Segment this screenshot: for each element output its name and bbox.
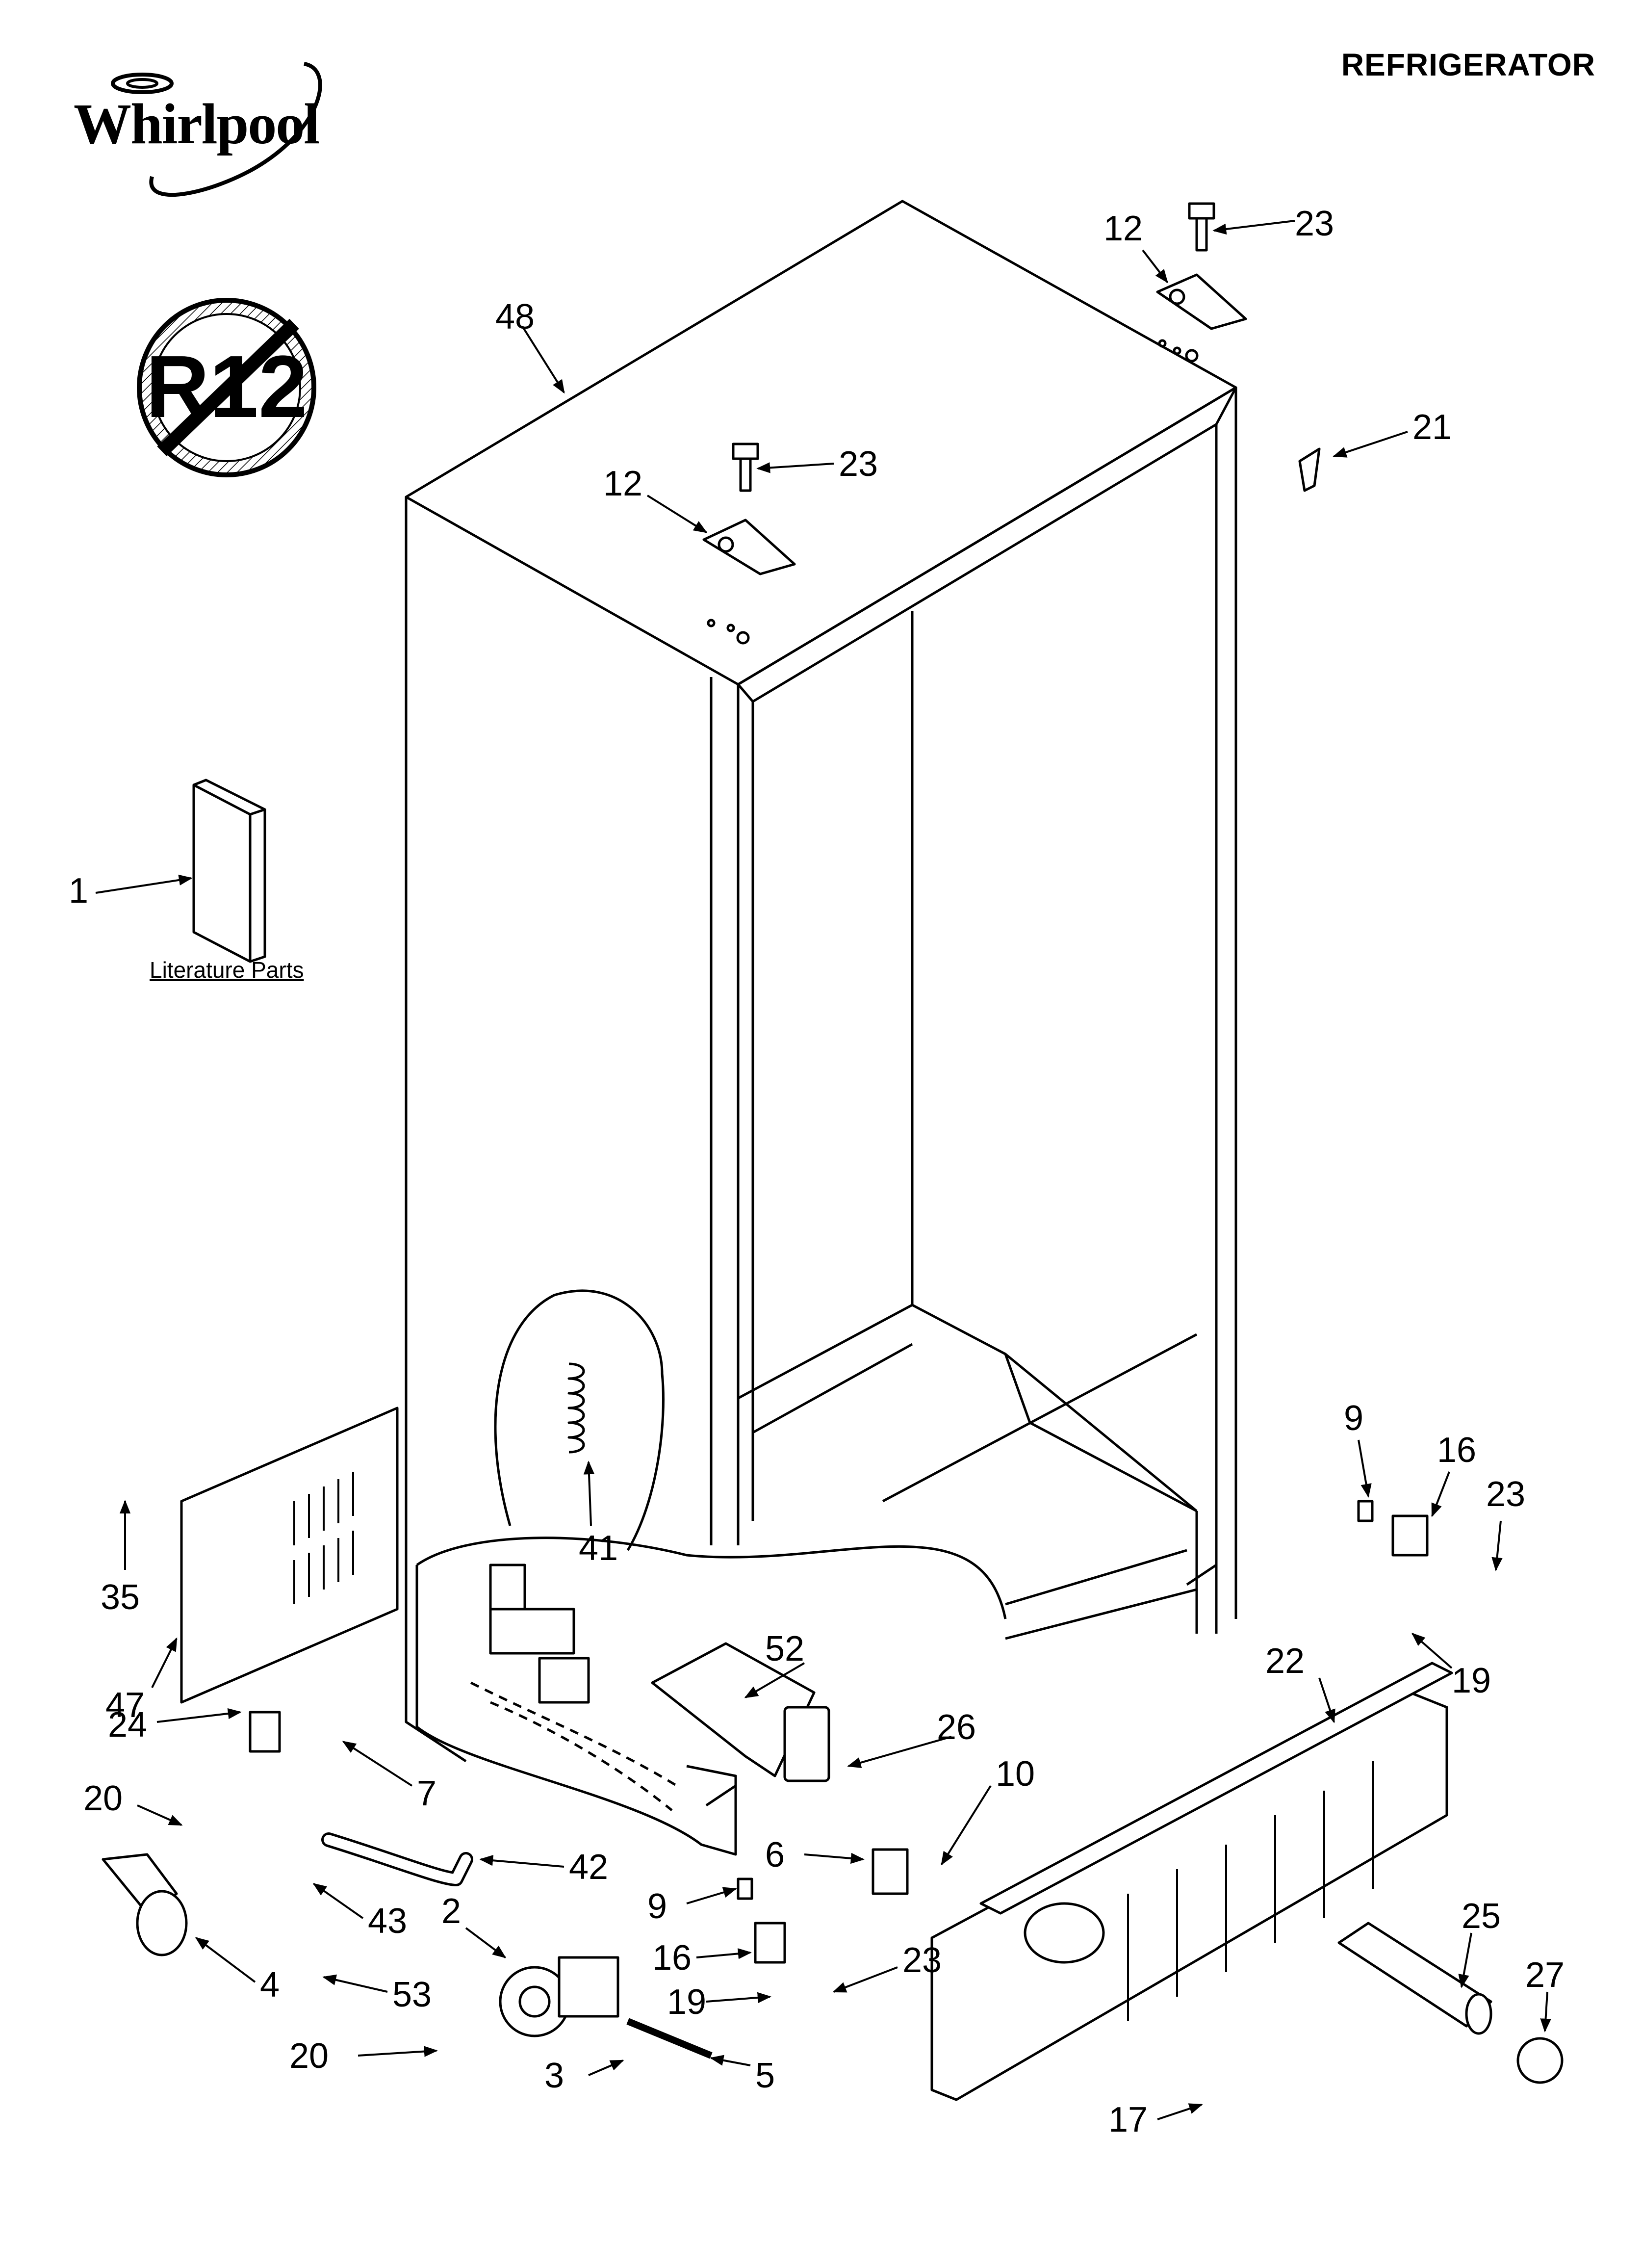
callout-label: 20: [289, 2036, 329, 2076]
callout-label: 48: [495, 297, 535, 337]
callout-label: 41: [579, 1529, 618, 1568]
callout-labels: 48 12 23 12 23 21 1 9 16 23 19 41 35 47 …: [69, 204, 1565, 2139]
callout-label: 10: [996, 1754, 1035, 1794]
callout-label: 16: [1437, 1431, 1476, 1470]
callout-label: 23: [1295, 204, 1334, 243]
callout-label: 35: [101, 1578, 140, 1617]
callout-label: 43: [368, 1902, 407, 1941]
callout-label: 24: [108, 1705, 147, 1745]
callout-label: 12: [1103, 209, 1143, 248]
callout-label: 3: [544, 2056, 564, 2095]
callout-label: 19: [1452, 1661, 1491, 1700]
callout-label: 22: [1265, 1642, 1305, 1681]
callout-label: 17: [1108, 2100, 1148, 2139]
literature-parts-caption: Literature Parts: [150, 957, 304, 983]
callout-label: 9: [647, 1887, 667, 1926]
callout-label: 9: [1344, 1399, 1363, 1438]
callout-label: 23: [902, 1941, 942, 1980]
callout-label: 23: [839, 444, 878, 484]
callout-label: 7: [417, 1774, 436, 1813]
callout-label: 23: [1486, 1475, 1525, 1514]
callout-label: 27: [1525, 1955, 1565, 1995]
callout-label: 25: [1462, 1897, 1501, 1936]
callout-label: 47: [105, 1686, 145, 1725]
callout-label: 52: [765, 1629, 804, 1668]
callout-label: 12: [603, 464, 642, 503]
callout-label: 2: [441, 1892, 461, 1931]
callout-label: 6: [765, 1835, 785, 1875]
callout-label: 19: [667, 1982, 706, 2022]
callout-label: 20: [83, 1779, 123, 1818]
logo-wordmark: Whirlpool: [74, 92, 320, 156]
logo-swirl-icon: [111, 62, 322, 197]
no-r12-badge: R12: [137, 298, 316, 477]
callout-label: 42: [569, 1848, 608, 1887]
callout-label: 1: [69, 871, 88, 911]
callout-label: 16: [652, 1938, 692, 1978]
page-title: REFRIGERATOR: [1341, 47, 1595, 82]
callout-label: 4: [260, 1965, 280, 2005]
callout-label: 5: [755, 2056, 775, 2095]
cabinet: [102, 200, 1564, 2101]
callout-label: 53: [392, 1975, 432, 2014]
callout-label: 21: [1412, 408, 1452, 447]
leader-lines: [95, 220, 1551, 2120]
callout-label: 26: [937, 1708, 976, 1747]
